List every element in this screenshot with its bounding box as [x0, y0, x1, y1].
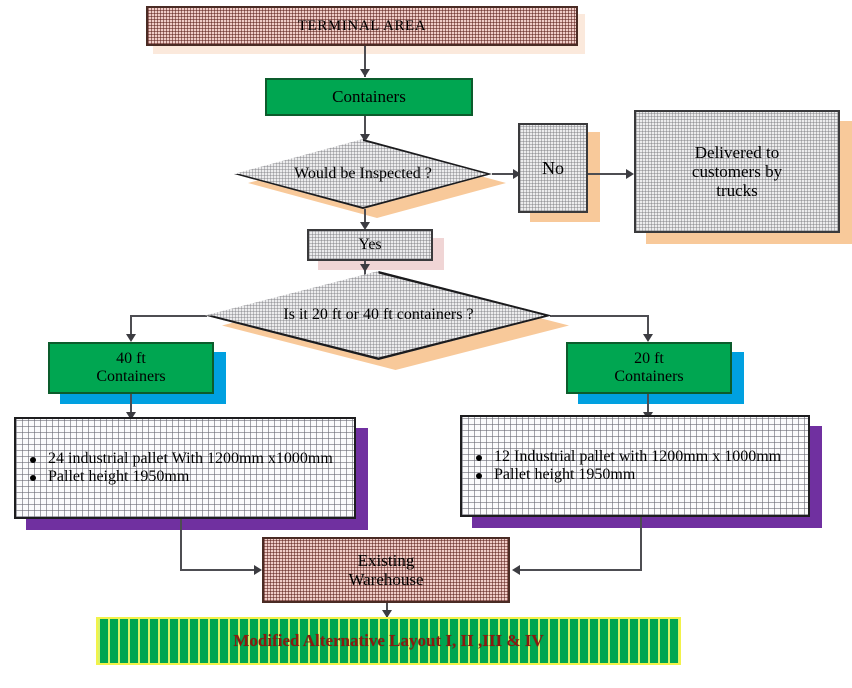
list-item: Pallet height 1950mm	[26, 468, 189, 485]
layout-banner[interactable]: Modified Alternative Layout I, II ,III &…	[96, 617, 681, 665]
yes-label: Yes	[358, 236, 382, 254]
container-20-box[interactable]: 20 ft Containers	[566, 342, 732, 394]
conn-terminal-containers	[364, 46, 366, 77]
warehouse-box[interactable]: Existing Warehouse	[262, 537, 510, 603]
no-box[interactable]: No	[518, 123, 588, 213]
arrowhead-containers-inspect	[360, 134, 370, 142]
inspect-decision[interactable]: Would be Inspected ?	[234, 139, 492, 209]
conn-pallet20-warehouse-v	[640, 517, 642, 571]
arrowhead-inspect-no	[513, 169, 521, 179]
size-decision-label: Is it 20 ft or 40 ft containers ?	[283, 306, 474, 324]
delivered-box[interactable]: Delivered to customers by trucks	[634, 110, 840, 233]
conn-size-40-h	[130, 315, 207, 317]
pallet-20-box[interactable]: 12 Industrial pallet with 1200mm x 1000m…	[460, 415, 810, 517]
arrowhead-inspect-yes	[360, 222, 370, 230]
conn-size-20-v	[647, 315, 649, 340]
conn-40-pallet	[130, 394, 132, 418]
conn-pallet20-warehouse-h	[518, 569, 642, 571]
arrowhead-yes-size	[360, 264, 370, 272]
arrowhead-terminal-containers	[360, 69, 370, 77]
delivered-label: Delivered to customers by trucks	[691, 142, 783, 201]
no-label: No	[542, 157, 564, 178]
container-20-label: 20 ft Containers	[614, 350, 684, 385]
arrowhead-40-pallet	[126, 412, 136, 420]
inspect-decision-label: Would be Inspected ?	[294, 164, 432, 182]
conn-no-delivered	[588, 173, 632, 175]
arrowhead-pallet20-warehouse	[512, 565, 520, 575]
pallet-40-box[interactable]: 24 industrial pallet With 1200mm x1000mm…	[14, 417, 356, 519]
list-item: 24 industrial pallet With 1200mm x1000mm	[26, 450, 333, 467]
conn-size-20-h	[550, 315, 649, 317]
containers-label: Containers	[332, 87, 406, 107]
conn-inspect-no	[492, 173, 520, 175]
arrowhead-no-delivered	[626, 169, 634, 179]
yes-box[interactable]: Yes	[307, 229, 433, 261]
warehouse-label: Existing Warehouse	[348, 550, 424, 589]
size-decision[interactable]: Is it 20 ft or 40 ft containers ?	[205, 271, 552, 360]
arrowhead-size-40	[126, 334, 136, 342]
containers-box[interactable]: Containers	[265, 78, 473, 116]
conn-inspect-yes	[364, 209, 366, 228]
container-40-box[interactable]: 40 ft Containers	[48, 342, 214, 394]
pallet-40-list: 24 industrial pallet With 1200mm x1000mm…	[16, 450, 354, 486]
conn-size-40-v	[130, 315, 132, 340]
arrowhead-size-20	[643, 334, 653, 342]
terminal-area-box[interactable]: TERMINAL AREA	[146, 6, 578, 46]
terminal-area-label: TERMINAL AREA	[297, 17, 427, 34]
conn-pallet40-warehouse-v	[180, 519, 182, 571]
pallet-20-list: 12 Industrial pallet with 1200mm x 1000m…	[462, 448, 808, 484]
conn-pallet40-warehouse-h	[180, 569, 260, 571]
list-item: Pallet height 1950mm	[472, 466, 635, 483]
arrowhead-pallet40-warehouse	[254, 565, 262, 575]
container-40-label: 40 ft Containers	[96, 350, 166, 385]
list-item: 12 Industrial pallet with 1200mm x 1000m…	[472, 448, 781, 465]
layout-banner-label: Modified Alternative Layout I, II ,III &…	[233, 631, 544, 651]
conn-containers-inspect	[364, 116, 366, 140]
conn-20-pallet	[647, 394, 649, 418]
arrowhead-warehouse-banner	[382, 610, 392, 618]
